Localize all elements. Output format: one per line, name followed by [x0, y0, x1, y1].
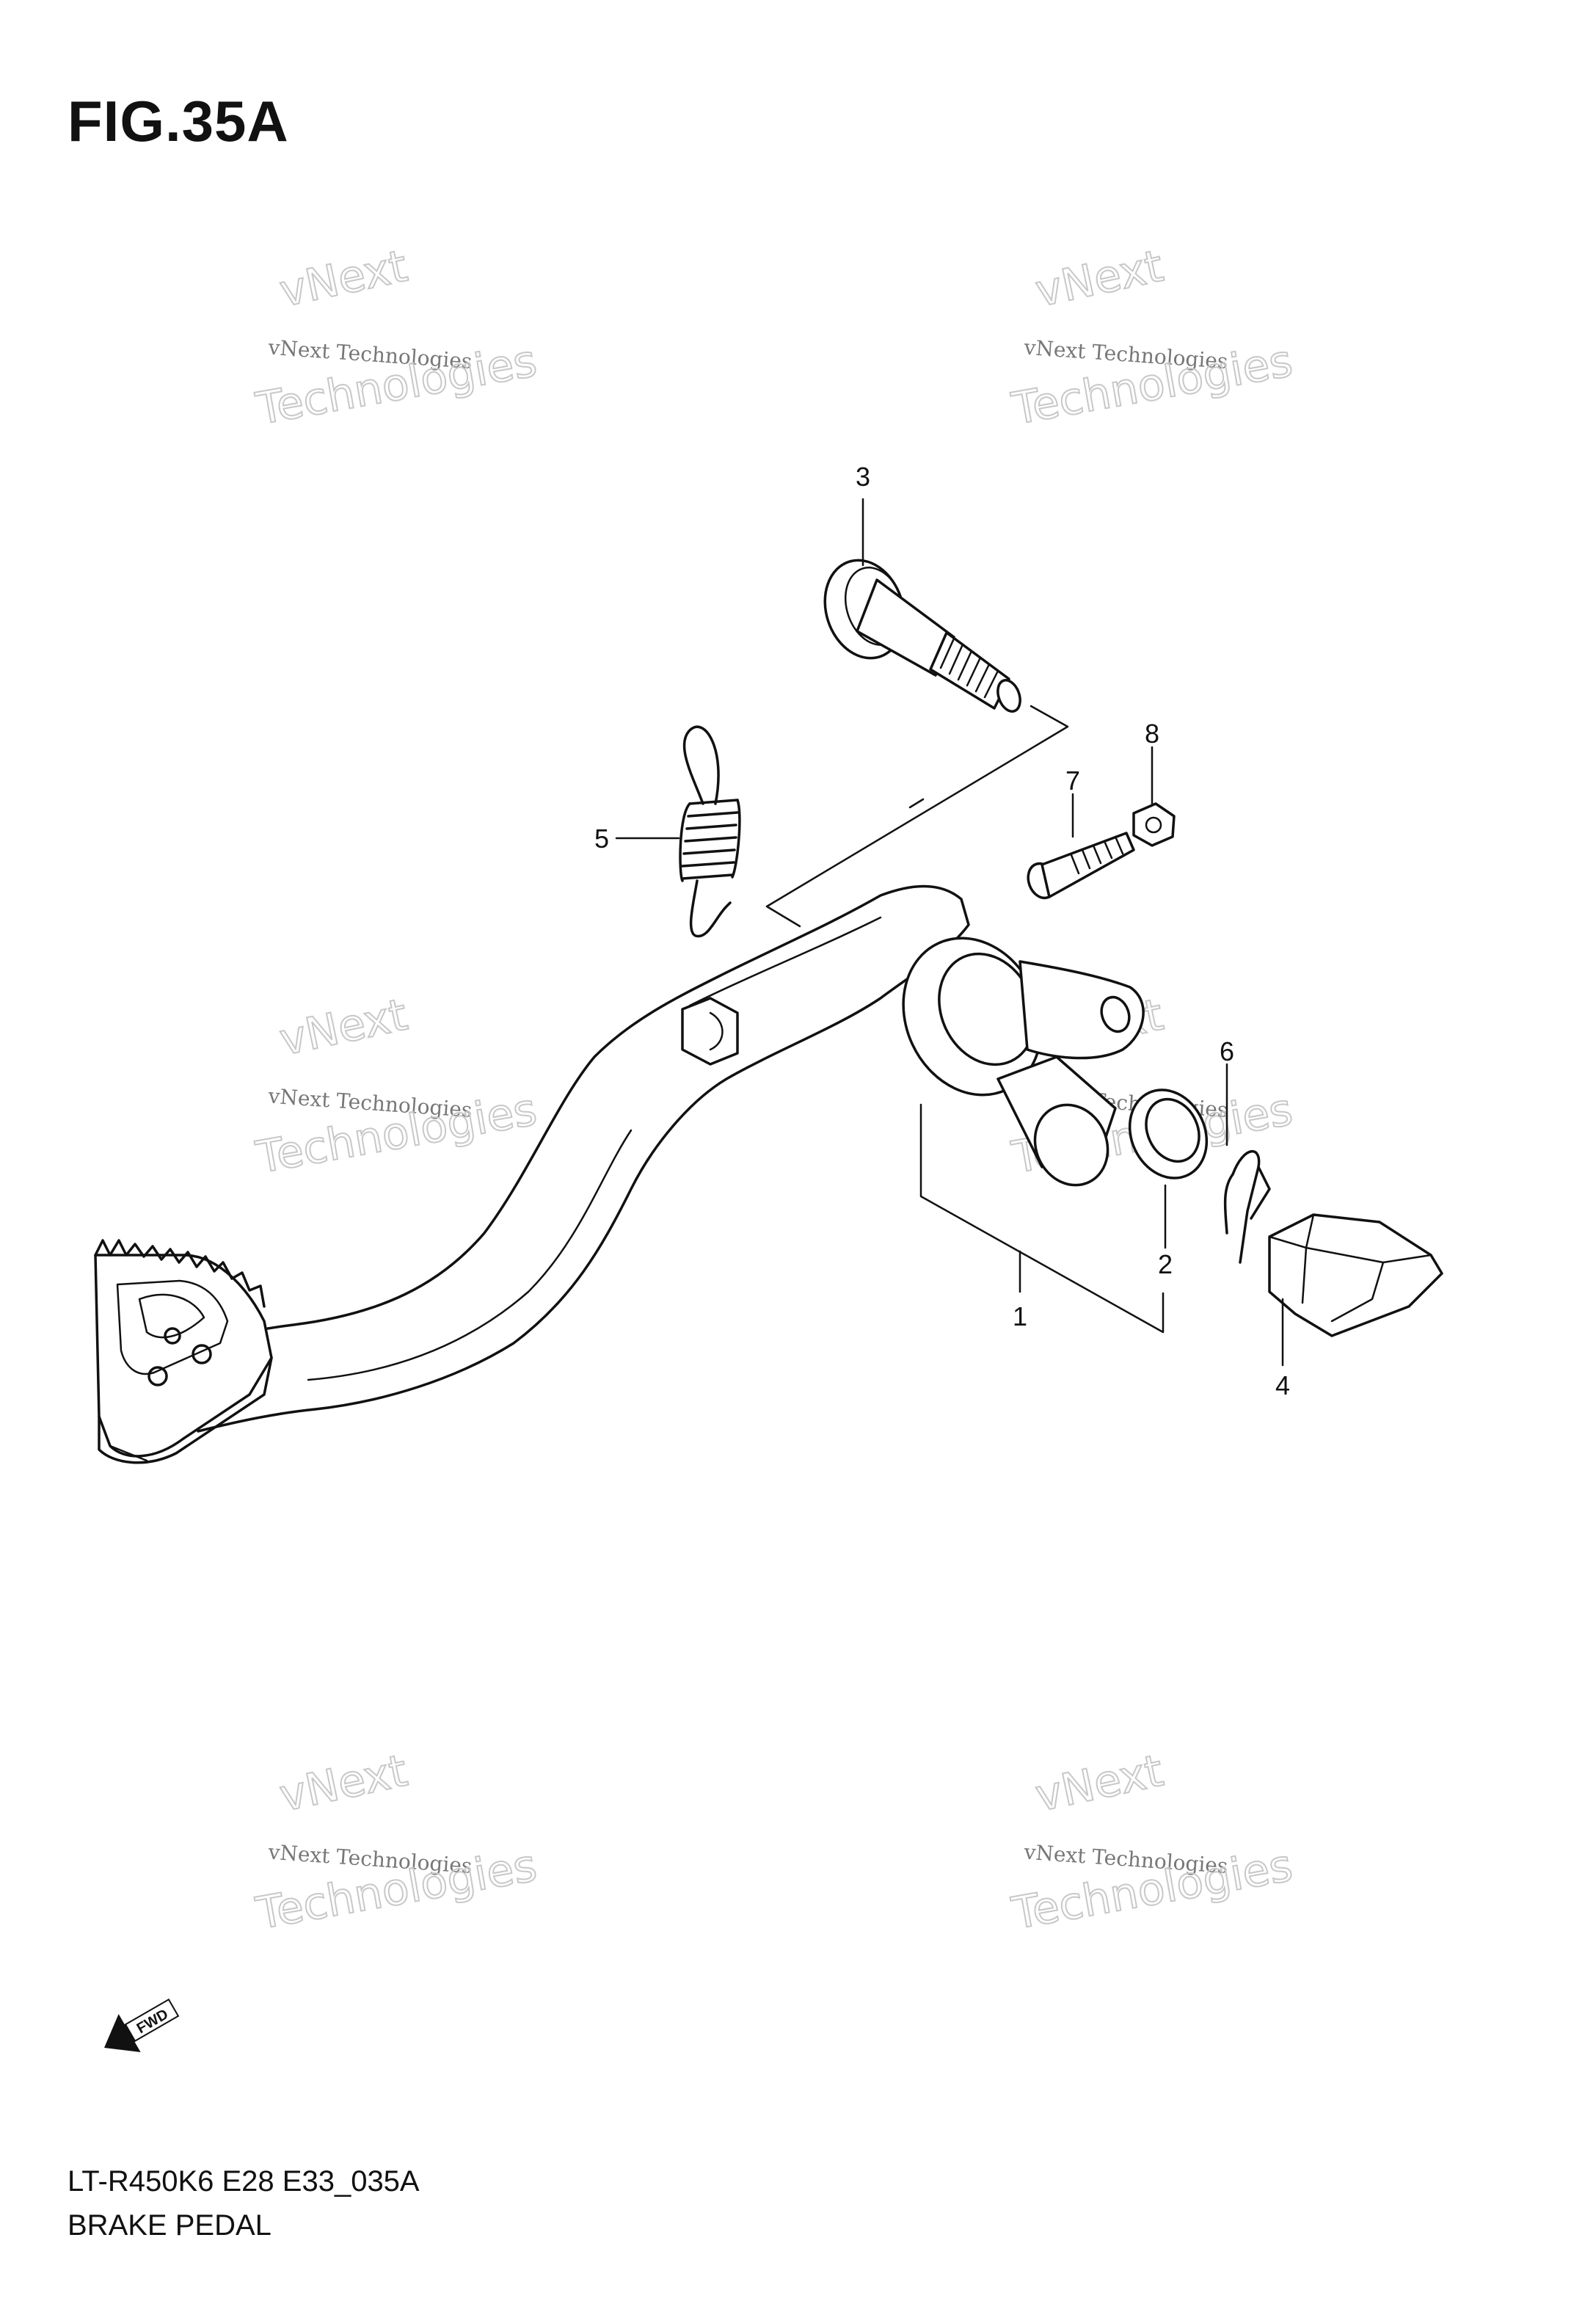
callout-6: 6 [1220, 1036, 1234, 1066]
figure-name: BRAKE PEDAL [68, 2209, 272, 2242]
callout-5: 5 [594, 824, 609, 854]
watermark: vNext vNext Technologies Technologies [252, 1744, 542, 1940]
watermark: vNext vNext Technologies Technologies [252, 239, 542, 435]
seal-washer [1128, 1088, 1209, 1179]
watermark: vNext vNext Technologies Technologies [1007, 239, 1297, 435]
watermark-line1: vNext [275, 989, 412, 1066]
model-code: LT-R450K6 E28 E33_035A [68, 2165, 420, 2198]
callout-1: 1 [1013, 1301, 1027, 1331]
callout-2: 2 [1158, 1249, 1173, 1279]
watermark-line1: vNext [275, 1745, 412, 1822]
callout-numbers: 3 8 7 5 6 2 1 4 [594, 462, 1290, 1400]
watermark-line1: vNext [275, 240, 412, 317]
pivot-bolt [823, 559, 1021, 713]
cotter-pin [1223, 1150, 1271, 1264]
lock-nut [1132, 802, 1176, 847]
leader-lines [615, 498, 1284, 1367]
watermark: vNext vNext Technologies Technologies [252, 988, 542, 1184]
pedal-pad-cover [1268, 1213, 1443, 1337]
fwd-arrow-icon: FWD [104, 1998, 180, 2052]
adjust-bolt [1027, 832, 1135, 900]
callout-4: 4 [1275, 1370, 1290, 1400]
callout-8: 8 [1145, 719, 1159, 749]
callout-3: 3 [856, 462, 870, 492]
callout-7: 7 [1065, 766, 1080, 796]
watermark-line1: vNext [1031, 240, 1167, 317]
figure-title: FIG.35A [68, 89, 289, 153]
watermark: vNext vNext Technologies Technologies [1007, 1744, 1297, 1940]
watermark-line1: vNext [1031, 1745, 1167, 1822]
brake-pedal [94, 884, 1145, 1464]
return-spring [679, 725, 741, 938]
